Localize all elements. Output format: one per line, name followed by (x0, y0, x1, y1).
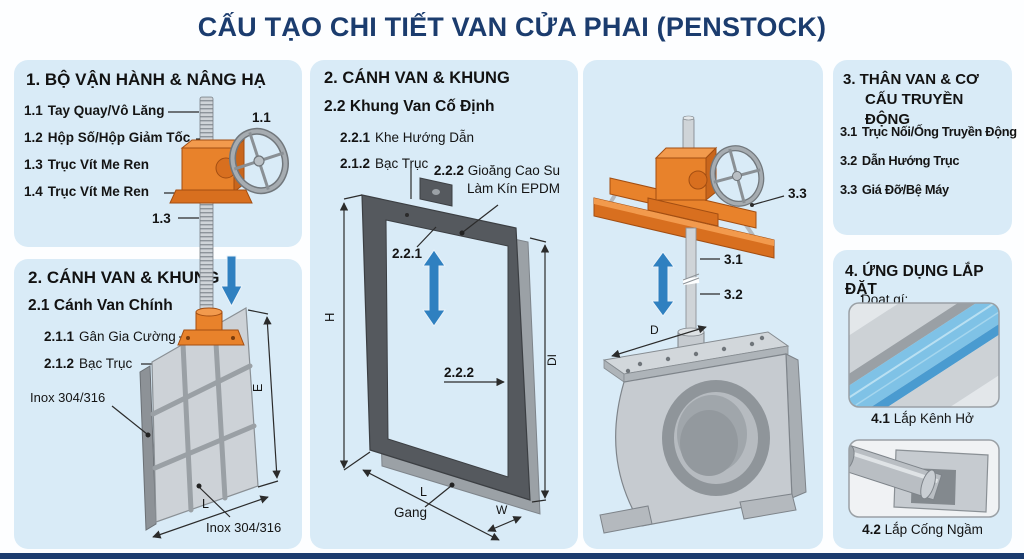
list-item: 1.1 Tay Quay/Vô Lăng (24, 97, 190, 124)
panelm-title: 2. CÁNH VAN & KHUNG (324, 69, 510, 87)
list-item: 1.2 Hộp Số/Hộp Giảm Tốc (24, 124, 190, 151)
list-item: 3.3 Giá Đỡ/Bệ Máy (840, 175, 1017, 204)
item-number: 2.1.2 (340, 155, 371, 171)
list-item: 3.2 Dẫn Hướng Trục (840, 146, 1017, 175)
panel3-list: 3.1 Trục Nối/Ống Truyền Động 3.2 Dẫn Hướng… (840, 117, 1017, 204)
bottom-accent-bar (0, 553, 1024, 559)
item-number: 3.1 (840, 124, 857, 139)
item-number: 2.1.1 (44, 329, 75, 344)
panel1-list: 1.1 Tay Quay/Vô Lăng 1.2 Hộp Số/Hộp Giảm T… (24, 97, 190, 205)
item-text: Trục Vít Me Ren (47, 157, 150, 172)
caption-number: 4.1 (871, 411, 890, 426)
subtitle-number: 2.2 (324, 98, 346, 115)
caption-open-channel: 4.1 Lắp Kênh Hở (833, 411, 1012, 426)
panel2-list: 2.1.1 Gân Gia Cường 2.1.2 Bạc Trục (44, 323, 176, 377)
panel2-title: 2. CÁNH VAN & KHUNG (28, 268, 220, 287)
subtitle-text: Cánh Van Chính (53, 297, 173, 314)
item-number: 3.2 (840, 153, 857, 168)
list-item: 2.1.2 Bạc Trục (44, 350, 176, 377)
item-text: Dẫn Hướng Trục (861, 153, 960, 168)
caption-underground-culvert: 4.2 Lắp Cống Ngầm (833, 522, 1012, 537)
item-text: Bạc Trục (375, 155, 429, 171)
panelm-subtitle: 2.2 Khung Van Cố Định (324, 98, 495, 116)
panel4-title: 4. ỨNG DỤNG LẮP ĐẶT (845, 263, 984, 298)
item-text: Bạc Trục (79, 356, 133, 371)
panel-valve-body-drawing (583, 60, 823, 549)
panel3-title: 3. THÂN VAN & CƠ CẤU TRUYỀN ĐỘNG (843, 71, 979, 128)
list-item: 1.3 Trục Vít Me Ren (24, 151, 190, 178)
caption-text: Lắp Cống Ngầm (884, 522, 983, 537)
caption-number: 4.2 (862, 522, 881, 537)
caption-text: Lắp Kênh Hở (893, 411, 974, 426)
item-text: Tay Quay/Vô Lăng (47, 103, 165, 118)
panel-fixed-frame: 2. CÁNH VAN & KHUNG 2.2 Khung Van Cố Địn… (310, 60, 578, 549)
item-number: 2.1.2 (44, 356, 75, 371)
subtitle-text: Khung Van Cố Định (349, 98, 495, 115)
panel4-note: Doat gí: (861, 292, 909, 307)
page-title: CẤU TẠO CHI TIẾT VAN CỬA PHAI (PENSTOCK) (197, 12, 827, 42)
seal-line1: Gioăng Cao Su (467, 163, 560, 178)
list-item: 3.1 Trục Nối/Ống Truyền Động (840, 117, 1017, 146)
item-text: Trục Vít Me Ren (47, 184, 150, 199)
panel-gate-and-frame-left: 2. CÁNH VAN & KHUNG 2.1 Cánh Van Chính 2… (14, 259, 302, 549)
item-text: Hộp Số/Hộp Giảm Tốc (47, 130, 191, 145)
epdm-seal-label: 2.2.2 Gioăng Cao Su Làm Kín EPDM (416, 162, 560, 198)
list-item: 1.4 Trục Vít Me Ren (24, 178, 190, 205)
panel2-subtitle: 2.1 Cánh Van Chính (28, 297, 173, 315)
item-number: 1.1 (24, 103, 43, 118)
panel-valve-body-drive: 3. THÂN VAN & CƠ CẤU TRUYỀN ĐỘNG 3.1 Trục… (833, 60, 1017, 235)
item-number: 1.4 (24, 184, 43, 199)
item-text: Giá Đỡ/Bệ Máy (861, 182, 949, 197)
item-text: Gân Gia Cường (79, 329, 176, 344)
seal-number: 2.2.2 (433, 163, 464, 178)
item-text: Trục Nối/Ống Truyền Động (861, 124, 1017, 139)
item-number: 2.2.1 (340, 129, 371, 145)
panel-installation: 4. ỨNG DỤNG LẮP ĐẶT Doat gí: 4.1 Lắp Kên… (833, 250, 1012, 549)
item-number: 1.3 (24, 157, 43, 172)
list-item: 2.1.1 Gân Gia Cường (44, 323, 176, 350)
panel1-title: 1. BỘ VẬN HÀNH & NÂNG HẠ (26, 70, 266, 89)
item-number: 1.2 (24, 130, 43, 145)
item-text: Khe Hướng Dẫn (375, 129, 474, 145)
seal-line2: Làm Kín EPDM (466, 181, 560, 196)
subtitle-number: 2.1 (28, 297, 50, 314)
item-number: 3.3 (840, 182, 857, 197)
panel-operating-mechanism: 1. BỘ VẬN HÀNH & NÂNG HẠ 1.1 Tay Quay/Vô … (14, 60, 302, 247)
